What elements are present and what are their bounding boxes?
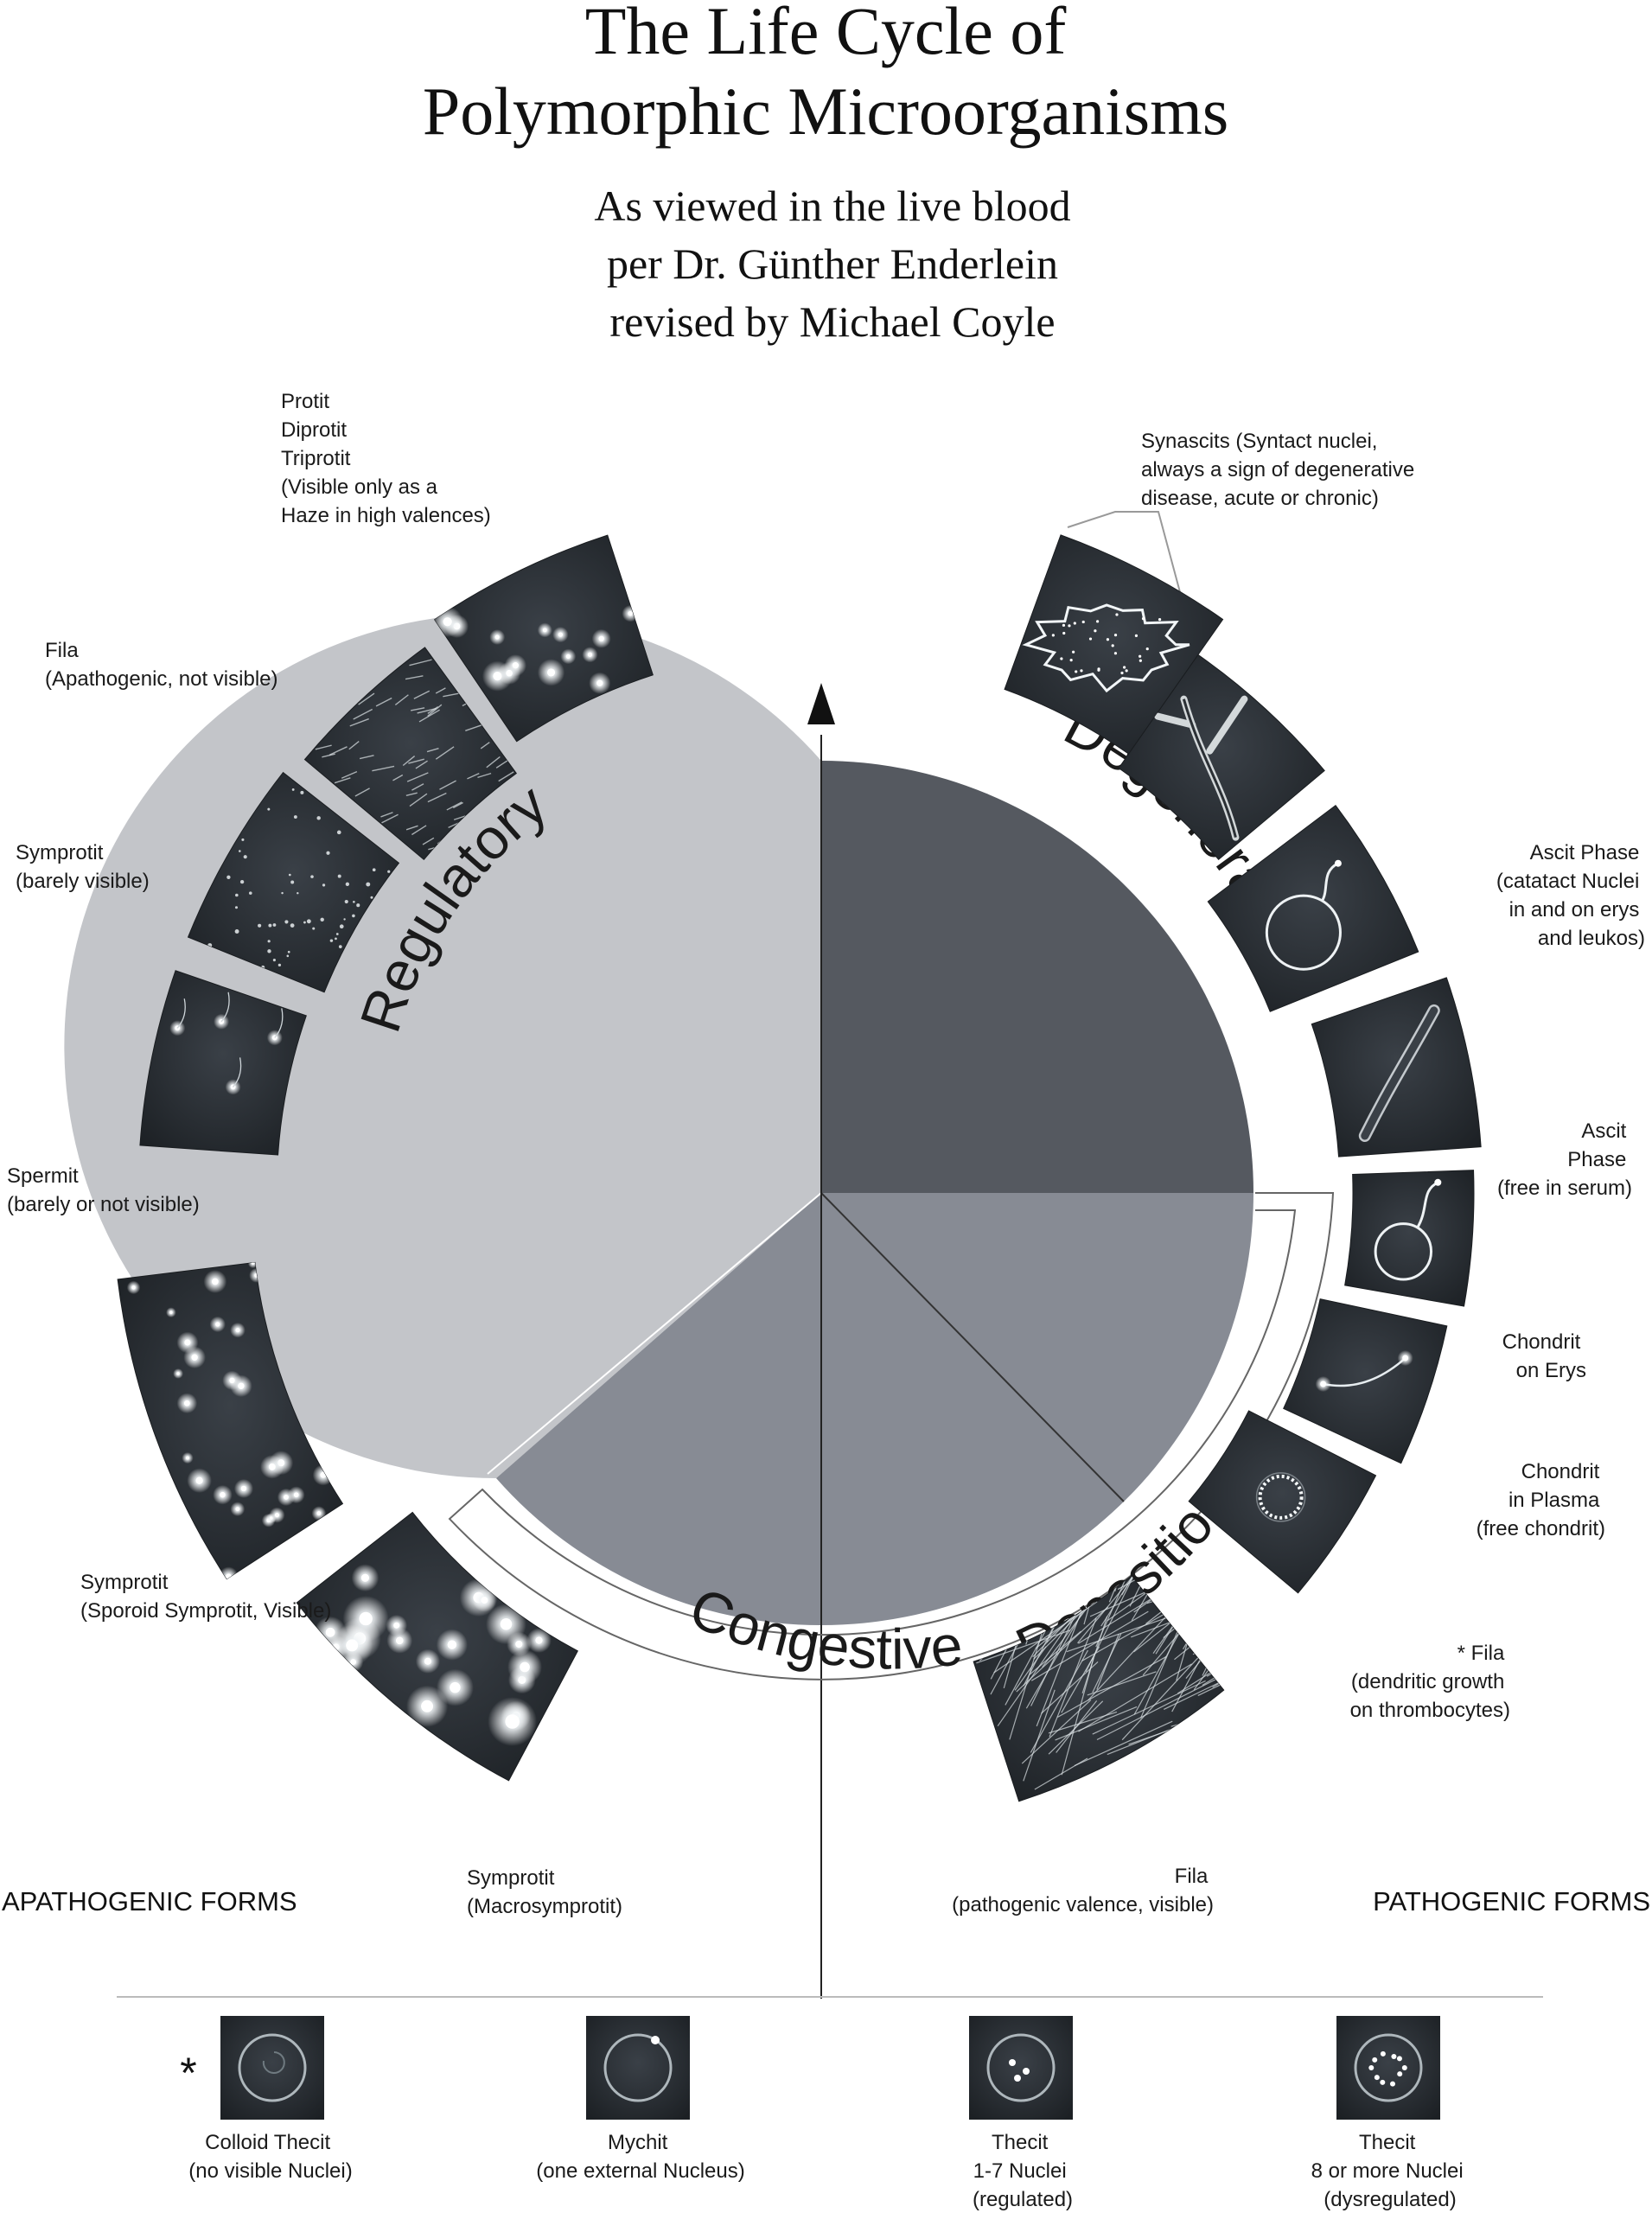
micrograph-fila-apathogenic — [303, 647, 518, 861]
ring-many-dots-icon — [1336, 2016, 1440, 2120]
asterisk-mark: * — [180, 2049, 196, 2097]
label-fila-pathogenic: Fila (pathogenic valence, visible) — [952, 1865, 1214, 1916]
ring-one-dot-icon — [586, 2016, 690, 2120]
micrograph-ascit-free — [1311, 977, 1482, 1158]
label-ascit-free: Ascit Phase (free in serum) — [1497, 1119, 1632, 1200]
label-symprotit-barely: Symprotit (barely visible) — [16, 841, 150, 893]
label-chondrit-plasma: Chondrit in Plasma (free chondrit) — [1477, 1460, 1605, 1540]
subtitle-line-3: revised by Michael Coyle — [609, 297, 1055, 346]
label-protit: Protit Diprotit Triprotit (Visible only … — [281, 390, 491, 527]
label-symprotit-sporoid: Symprotit (Sporoid Symprotit, Visible) — [80, 1571, 331, 1623]
congestive-sector — [496, 1193, 821, 1626]
ring-few-dots-icon — [969, 2016, 1073, 2120]
deposition-bracket — [448, 1192, 1335, 1680]
micrograph-protit — [433, 534, 654, 743]
apathogenic-forms-label: APATHOGENIC FORMS — [2, 1886, 297, 1916]
label-macrosymprotit: Symprotit (Macrosymprotit) — [467, 1866, 622, 1918]
sector-divider — [820, 1192, 1125, 1502]
degeneration-sector — [821, 761, 1253, 1193]
micrograph-synascits — [1004, 534, 1224, 755]
micrograph-symprotit-barely — [187, 771, 400, 993]
title-line-1: The Life Cycle of — [585, 0, 1067, 68]
legend-label-thecit-dysregulated: Thecit 8 or more Nuclei (dysregulated) — [1311, 2131, 1470, 2211]
micrograph-symprotit-sporoid — [117, 1261, 344, 1580]
synascits-leader-line — [1067, 511, 1181, 593]
micrograph-chondrit-erys — [1344, 1170, 1475, 1307]
legend-label-mychit: Mychit (one external Nucleus) — [536, 2131, 744, 2183]
micrograph-spermit — [139, 970, 307, 1156]
micrograph-tiles — [117, 534, 1482, 1802]
micrograph-chondrit-plasma — [1283, 1298, 1448, 1464]
label-fila-thrombocytes: * Fila (dendritic growth on thrombocytes… — [1350, 1642, 1510, 1722]
micrograph-macrosymprotit — [296, 1511, 578, 1782]
subtitle-line-2: per Dr. Günther Enderlein — [607, 239, 1058, 288]
micrograph-synascits-branch — [1118, 654, 1325, 861]
deposition-sector — [821, 1193, 1253, 1625]
sector-divider — [487, 1192, 822, 1475]
subtitle-line-1: As viewed in the live blood — [594, 182, 1070, 230]
label-chondrit-erys: Chondrit on Erys — [1502, 1330, 1586, 1382]
pathogenic-forms-label: PATHOGENIC FORMS — [1373, 1886, 1650, 1916]
label-ascit-catatact: Ascit Phase (catatact Nuclei in and on e… — [1496, 841, 1645, 950]
arrow-up-icon — [807, 683, 835, 724]
title-line-2: Polymorphic Microorganisms — [423, 73, 1228, 149]
legend-label-colloid-thecit: Colloid Thecit (no visible Nuclei) — [188, 2131, 352, 2183]
empty-ring-icon — [220, 2016, 324, 2120]
micrograph-chondrit-ring — [1188, 1410, 1377, 1594]
label-fila-apathogenic: Fila (Apathogenic, not visible) — [45, 639, 277, 691]
micrograph-ascit-catatact — [1207, 804, 1419, 1012]
label-synascits: Synascits (Syntact nuclei, always a sign… — [1141, 430, 1420, 510]
legend-label-thecit-regulated: Thecit 1-7 Nuclei (regulated) — [973, 2131, 1073, 2211]
label-spermit: Spermit (barely or not visible) — [7, 1164, 200, 1216]
legend-tiles — [220, 2016, 1440, 2120]
